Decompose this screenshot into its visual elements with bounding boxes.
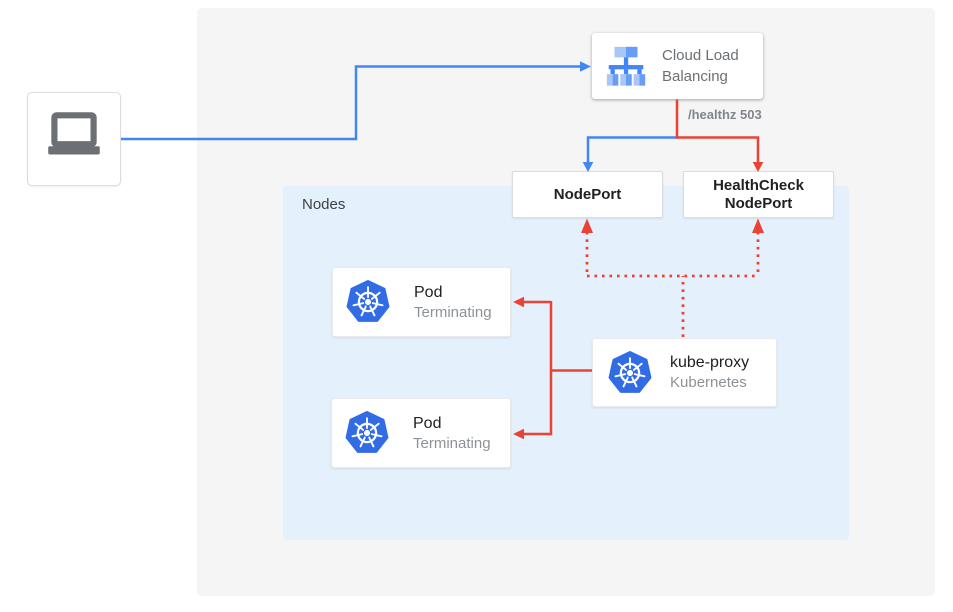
kubernetes-icon <box>345 411 389 455</box>
kubernetes-icon <box>346 280 390 324</box>
pod-title: Pod <box>413 414 442 432</box>
pod-status: Terminating <box>414 303 492 321</box>
load-balancer-icon <box>603 44 649 88</box>
client-laptop-node <box>27 92 121 186</box>
pod-node-2: Pod Terminating <box>331 398 511 468</box>
healthcheck-nodeport-label-line2: NodePort <box>724 194 793 212</box>
nodes-group-label: Nodes <box>302 196 346 213</box>
kubernetes-icon <box>608 351 652 395</box>
kube-proxy-title: kube-proxy <box>670 354 750 371</box>
laptop-icon <box>41 106 107 172</box>
nodeport-node: NodePort <box>512 171 663 218</box>
kube-proxy-subtitle: Kubernetes <box>670 374 747 391</box>
cloud-load-balancing-node: Cloud Load Balancing <box>592 33 763 99</box>
cloud-load-balancing-label: Cloud Load Balancing <box>662 47 739 85</box>
kube-proxy-node: kube-proxy Kubernetes <box>592 338 777 407</box>
healthz-status-label: /healthz 503 <box>688 107 762 122</box>
nodeport-label: NodePort <box>553 186 622 203</box>
healthcheck-nodeport-node: HealthCheck NodePort <box>683 171 834 218</box>
pod-title: Pod <box>414 283 443 301</box>
healthcheck-nodeport-label-line1: HealthCheck <box>713 176 804 194</box>
pod-status: Terminating <box>413 434 491 452</box>
pod-node-1: Pod Terminating <box>332 267 511 337</box>
